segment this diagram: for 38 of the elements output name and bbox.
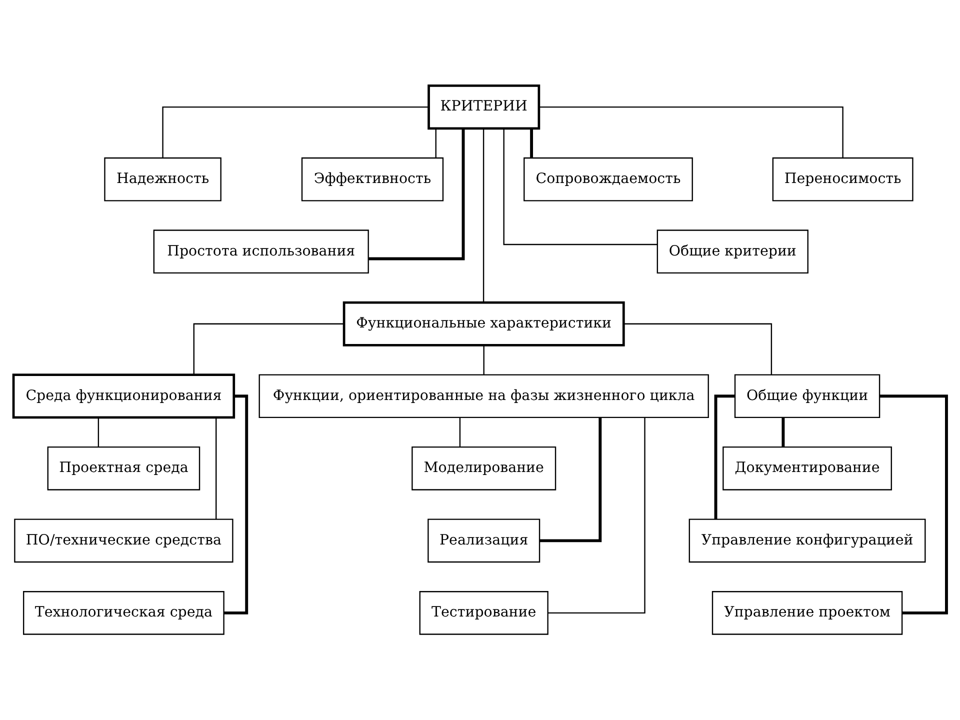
node-box: Функции, ориентированные на фазы жизненного цикла (258, 374, 709, 418)
connector (224, 394, 248, 614)
node-box: Технологическая среда (23, 591, 224, 635)
node-box: Среда функционирования (12, 374, 236, 419)
connector (435, 128, 436, 158)
connector (539, 106, 844, 158)
node-box: Тестирование (419, 591, 548, 635)
connector (193, 323, 344, 374)
node-box: Управление конфигурацией (688, 518, 926, 563)
node-box: Простота использования (153, 230, 369, 274)
connector (548, 418, 646, 614)
connector (483, 346, 484, 374)
connector (98, 418, 100, 447)
node-box: Сопровождаемость (524, 157, 693, 202)
connector (624, 323, 772, 374)
node-box: Общие функции (734, 374, 880, 418)
node-box: Управление проектом (712, 591, 903, 635)
node-box: Функциональные характеристики (342, 301, 625, 346)
connector (368, 128, 465, 260)
connector (162, 106, 429, 158)
node-box: КРИТЕРИИ (428, 84, 540, 130)
connector (482, 128, 484, 302)
node-box: Документирование (722, 446, 892, 490)
node-box: Общие критерии (656, 230, 808, 274)
node-box: Надежность (104, 157, 222, 202)
connector (880, 394, 948, 614)
connector (503, 128, 658, 246)
connector (782, 418, 785, 447)
connector (530, 128, 534, 158)
node-box: Эффективность (301, 157, 444, 202)
connector (540, 417, 602, 542)
node-box: Реализация (428, 518, 540, 563)
node-box: Моделирование (412, 446, 556, 490)
node-box: ПО/технические средства (14, 518, 234, 563)
node-box: Переносимость (772, 157, 914, 202)
connector (459, 418, 461, 447)
node-box: Проектная среда (47, 446, 200, 490)
connector (216, 417, 217, 520)
